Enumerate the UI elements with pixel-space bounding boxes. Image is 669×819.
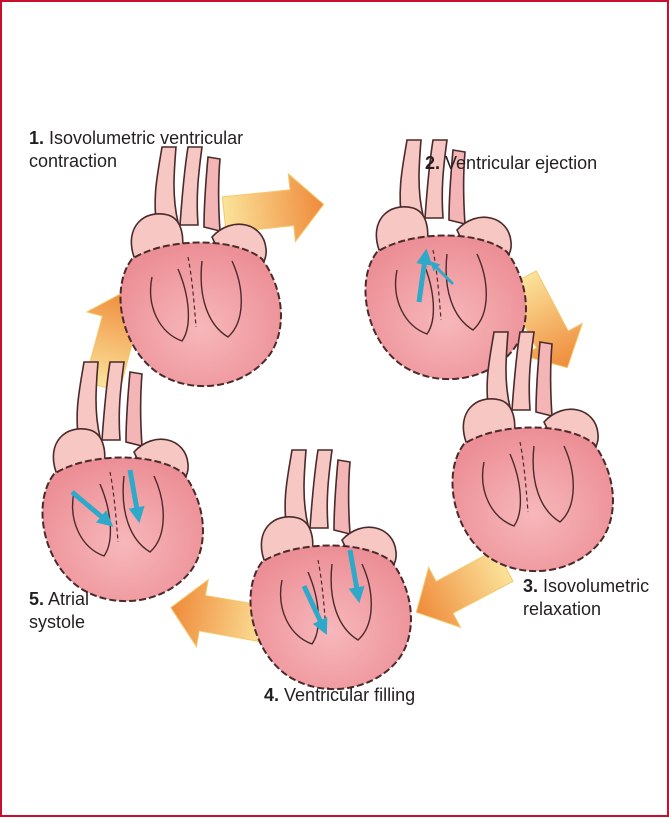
stage-4-line1: Ventricular filling [284,685,415,705]
stage-3-number: 3. [523,576,538,596]
stage-2-label: 2. Ventricular ejection [425,152,597,175]
stage-5-line2: systole [29,612,85,632]
stage-3-line1: Isovolumetric [543,576,649,596]
heart-stage-4-icon [250,450,410,689]
stage-3-line2: relaxation [523,599,601,619]
stage-5-line1: Atrial [48,589,89,609]
stage-4-label: 4. Ventricular filling [264,684,415,707]
heart-stage-1-icon [120,147,280,386]
stage-1-number: 1. [29,128,44,148]
stage-3-label: 3. Isovolumetric relaxation [523,575,649,621]
stage-2-line1: Ventricular ejection [445,153,597,173]
stage-1-label: 1. Isovolumetric ventricular contraction [29,127,243,173]
stage-4-number: 4. [264,685,279,705]
stage-1-line2: contraction [29,151,117,171]
stage-2-number: 2. [425,153,440,173]
stage-5-label: 5. Atrial systole [29,588,89,634]
heart-stage-5-icon [42,362,202,601]
stage-5-number: 5. [29,589,44,609]
stage-1-line1: Isovolumetric ventricular [49,128,243,148]
